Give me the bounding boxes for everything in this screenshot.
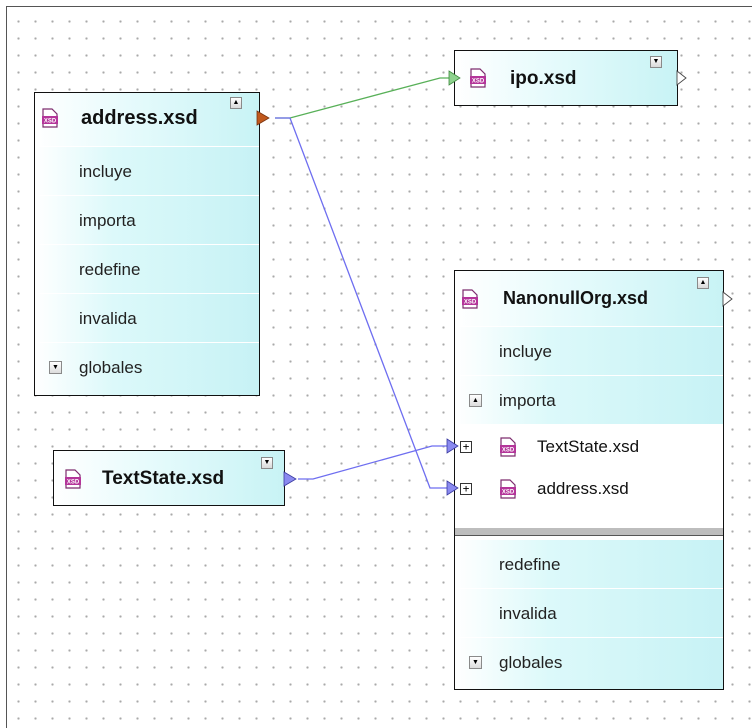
address-xsd-header[interactable]: XSD address.xsd ▲ <box>35 93 259 146</box>
expand-down-button[interactable]: ▼ <box>650 56 662 68</box>
svg-text:XSD: XSD <box>472 79 485 85</box>
section-separator <box>455 528 723 536</box>
address-output-connector[interactable] <box>256 110 272 126</box>
import-address-label[interactable]: address.xsd <box>537 479 629 498</box>
nanonull-row-redefine[interactable]: redefine <box>455 539 723 588</box>
ipo-xsd-box[interactable]: XSD ipo.xsd ▼ <box>454 50 678 106</box>
xsd-file-icon: XSD <box>65 469 81 489</box>
expand-textstate-button[interactable]: + <box>460 441 472 453</box>
collapse-up-button[interactable]: ▲ <box>697 277 709 289</box>
xsd-file-icon: XSD <box>462 289 478 309</box>
import-textstate-input-connector[interactable] <box>446 438 460 454</box>
address-row-globales[interactable]: ▼ globales <box>35 342 259 395</box>
ipo-xsd-header[interactable]: XSD ipo.xsd ▼ <box>455 51 677 105</box>
xsd-file-icon: XSD <box>42 108 58 128</box>
address-row-incluye[interactable]: incluye <box>35 146 259 195</box>
ipo-input-connector[interactable] <box>448 70 462 86</box>
ipo-output-connector[interactable] <box>676 70 688 86</box>
nanonull-row-incluye[interactable]: incluye <box>455 326 723 375</box>
collapse-importa-button[interactable]: ▲ <box>469 394 482 407</box>
xsd-file-icon: XSD <box>500 437 516 457</box>
import-address-input-connector[interactable] <box>446 480 460 496</box>
address-row-importa[interactable]: importa <box>35 195 259 244</box>
collapse-up-button[interactable]: ▲ <box>230 97 242 109</box>
textstate-output-connector[interactable] <box>283 471 299 487</box>
nanonullorg-output-connector[interactable] <box>722 291 734 307</box>
svg-text:XSD: XSD <box>44 119 57 125</box>
svg-text:XSD: XSD <box>67 480 80 486</box>
svg-text:XSD: XSD <box>464 300 477 306</box>
nanonull-row-invalida[interactable]: invalida <box>455 588 723 637</box>
import-textstate-label[interactable]: TextState.xsd <box>537 437 640 456</box>
expand-address-button[interactable]: + <box>460 483 472 495</box>
textstate-xsd-box[interactable]: XSD TextState.xsd ▼ <box>53 450 285 506</box>
nanonullorg-xsd-title: NanonullOrg.xsd <box>503 288 649 308</box>
address-xsd-title: address.xsd <box>81 107 198 129</box>
textstate-xsd-title: TextState.xsd <box>102 468 225 489</box>
nanonull-row-importa[interactable]: ▲ importa <box>455 375 723 424</box>
nanonull-row-globales[interactable]: ▼ globales <box>455 637 723 689</box>
xsd-file-icon: XSD <box>500 479 516 499</box>
expand-globales-button[interactable]: ▼ <box>49 361 62 374</box>
nanonullorg-xsd-box[interactable]: XSD NanonullOrg.xsd ▲ incluye ▲ importa … <box>454 270 724 690</box>
textstate-xsd-header[interactable]: XSD TextState.xsd ▼ <box>54 451 284 505</box>
svg-text:XSD: XSD <box>502 490 515 496</box>
address-xsd-box[interactable]: XSD address.xsd ▲ incluye importa redefi… <box>34 92 260 396</box>
xsd-file-icon: XSD <box>470 68 486 88</box>
expand-down-button[interactable]: ▼ <box>261 457 273 469</box>
address-row-redefine[interactable]: redefine <box>35 244 259 293</box>
address-row-invalida[interactable]: invalida <box>35 293 259 342</box>
ipo-xsd-title: ipo.xsd <box>510 68 577 89</box>
expand-globales-button[interactable]: ▼ <box>469 656 482 669</box>
nanonullorg-xsd-header[interactable]: XSD NanonullOrg.xsd ▲ <box>455 271 723 326</box>
svg-text:XSD: XSD <box>502 448 515 454</box>
imports-list: + XSD TextState.xsd + XSD address.xsd <box>455 424 723 528</box>
